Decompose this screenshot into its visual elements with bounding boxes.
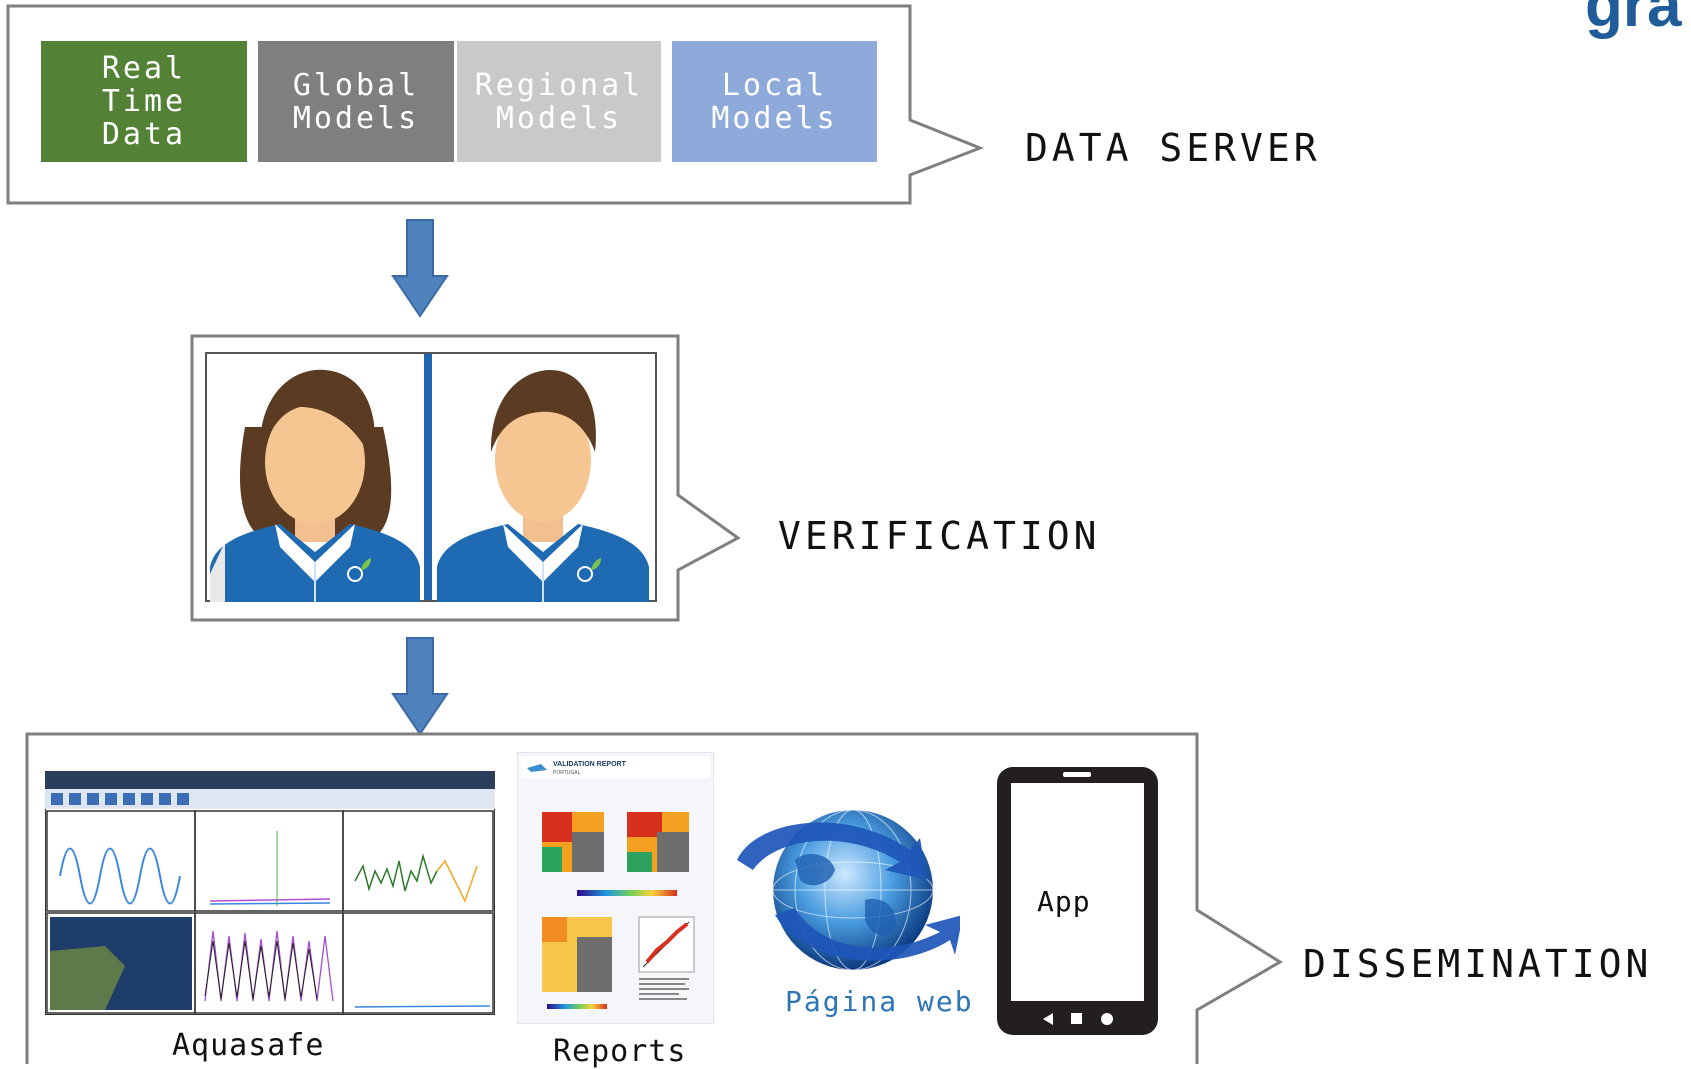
down-arrow-2: [391, 637, 449, 736]
block-local-models: Local Models: [672, 41, 877, 162]
block-real-time-data: Real Time Data: [41, 41, 247, 162]
block-regional-models: Regional Models: [457, 41, 661, 162]
block-global-models: Global Models: [258, 41, 454, 162]
verification-label: VERIFICATION: [778, 514, 1101, 558]
aquasafe-screenshot: [45, 771, 495, 1015]
smartphone-icon: [997, 767, 1158, 1035]
man-avatar-icon: [437, 370, 649, 602]
aquasafe-label: Aquasafe: [172, 1028, 325, 1063]
reports-label: Reports: [553, 1034, 687, 1069]
down-arrow-1: [391, 219, 449, 318]
report-thumbnail: VALIDATION REPORT PORTUGAL: [517, 752, 714, 1024]
data-server-label: DATA SERVER: [1025, 126, 1321, 170]
report-title-text: VALIDATION REPORT: [553, 761, 627, 768]
report-subtitle-text: PORTUGAL: [553, 770, 581, 776]
verification-avatars: [205, 352, 657, 602]
globe-icon: [737, 809, 960, 971]
woman-avatar-icon: [210, 369, 420, 602]
app-label: App: [1037, 885, 1091, 918]
dissemination-label: DISSEMINATION: [1303, 942, 1653, 986]
logo-text-fragment: gra: [1585, 0, 1682, 40]
web-page-label: Página web: [785, 985, 974, 1018]
